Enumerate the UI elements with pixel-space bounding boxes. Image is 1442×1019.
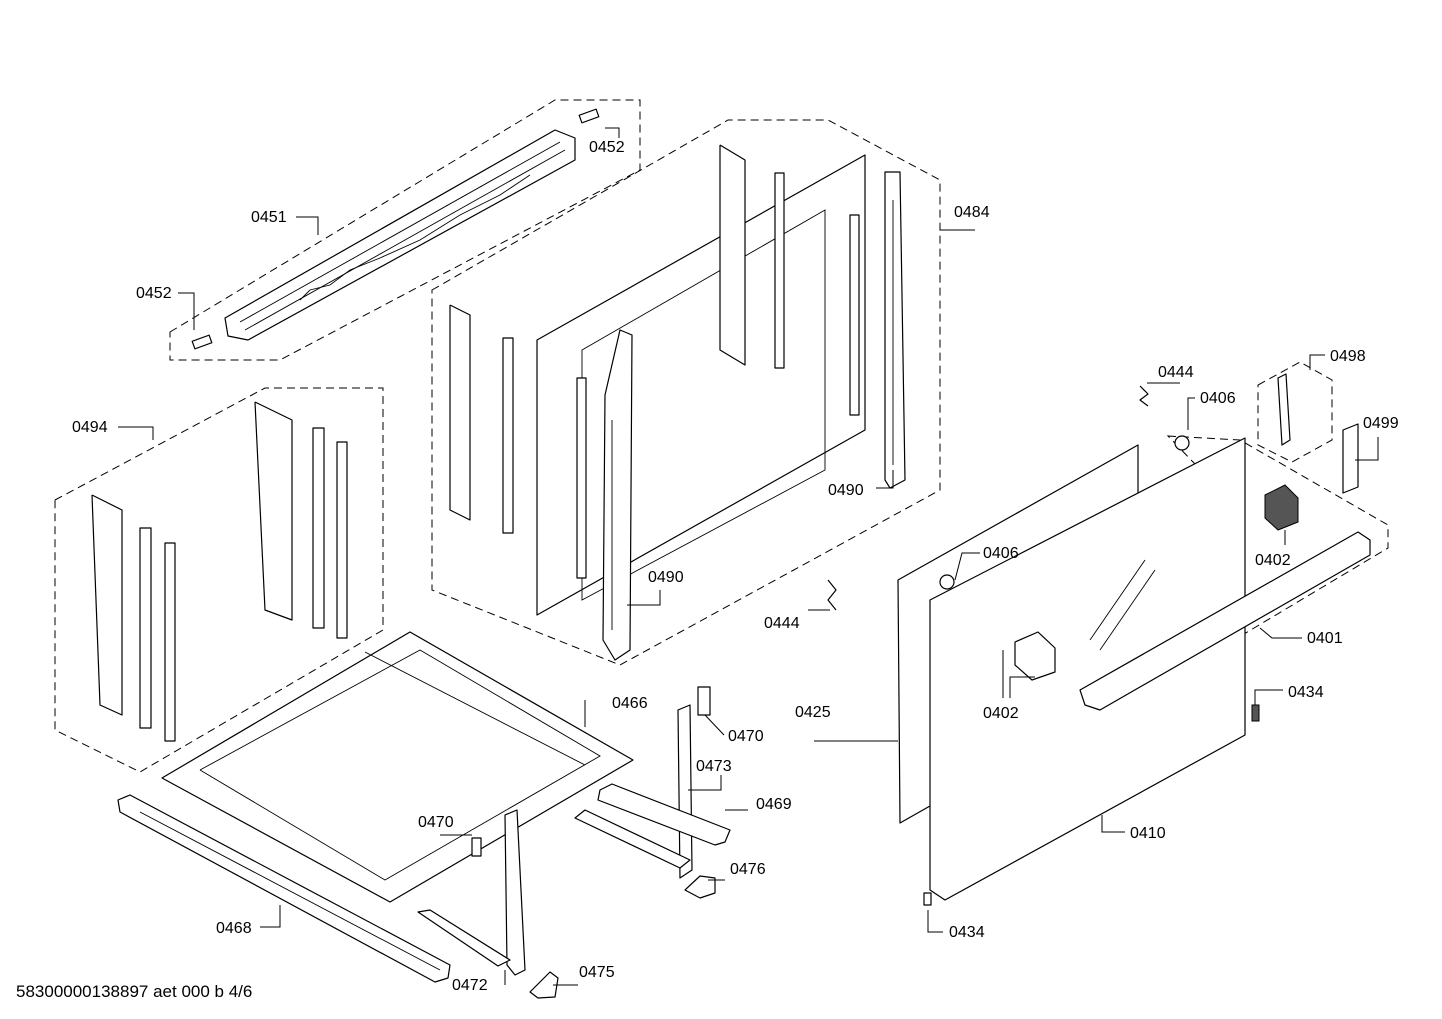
label-0469: 0469 bbox=[756, 796, 792, 813]
label-0475: 0475 bbox=[579, 964, 615, 981]
handle-holder-0402-left bbox=[1014, 631, 1056, 681]
label-0434-right: 0434 bbox=[1288, 684, 1324, 701]
pin-0452-top bbox=[578, 108, 600, 124]
label-0484: 0484 bbox=[954, 204, 990, 221]
label-0425: 0425 bbox=[795, 704, 831, 721]
label-0468: 0468 bbox=[216, 920, 252, 937]
bushing-0406-mid bbox=[939, 574, 955, 590]
pin-0452-left bbox=[191, 334, 213, 350]
rail-bracket-0472 bbox=[417, 809, 526, 976]
label-0473: 0473 bbox=[696, 758, 732, 775]
label-0444-top: 0444 bbox=[1158, 364, 1194, 381]
document-id: 58300000138897 aet 000 b 4/6 bbox=[16, 982, 252, 1001]
slide-rail-0469 bbox=[597, 783, 731, 846]
label-0476: 0476 bbox=[730, 861, 766, 878]
spring-0444-mid bbox=[827, 579, 837, 611]
vent-strip-0451 bbox=[224, 129, 576, 341]
clip-0476 bbox=[684, 875, 716, 899]
rail-0490-center bbox=[576, 329, 633, 661]
label-0470-left: 0470 bbox=[418, 814, 454, 831]
label-0402-right: 0402 bbox=[1255, 552, 1291, 569]
group-outline-side-racks bbox=[54, 387, 384, 773]
label-0402-left: 0402 bbox=[983, 705, 1019, 722]
louvre-rack-door-left bbox=[449, 304, 514, 534]
label-0498: 0498 bbox=[1330, 348, 1366, 365]
label-0444-mid: 0444 bbox=[764, 615, 800, 632]
spring-0444-top bbox=[1139, 385, 1149, 407]
group-outline-hinge-0498 bbox=[1257, 361, 1333, 463]
louvre-rack-left bbox=[91, 494, 176, 742]
label-0494: 0494 bbox=[72, 419, 108, 436]
clip-0470-right bbox=[697, 686, 711, 716]
cover-0499 bbox=[1342, 423, 1359, 494]
label-0434-bottom: 0434 bbox=[949, 924, 985, 941]
label-0490-center: 0490 bbox=[648, 569, 684, 586]
label-0410: 0410 bbox=[1130, 825, 1166, 842]
group-outline-door-frame bbox=[431, 119, 941, 666]
label-0472: 0472 bbox=[452, 977, 488, 994]
label-0406-mid: 0406 bbox=[983, 545, 1019, 562]
tray-0466 bbox=[161, 631, 634, 903]
handle-holder-0402-right bbox=[1264, 484, 1299, 531]
bushing-0406-top bbox=[1174, 435, 1190, 451]
stop-0434-bottom bbox=[923, 892, 932, 906]
label-0452-top: 0452 bbox=[589, 139, 625, 156]
label-0499: 0499 bbox=[1363, 415, 1399, 432]
label-0490-right: 0490 bbox=[828, 482, 864, 499]
label-0466: 0466 bbox=[612, 695, 648, 712]
rail-0490-right bbox=[884, 171, 906, 489]
stop-0434-right bbox=[1251, 704, 1260, 722]
louvre-rack-door-top bbox=[719, 144, 860, 416]
label-0451: 0451 bbox=[251, 209, 287, 226]
rail-bracket-0473 bbox=[574, 704, 693, 879]
leader-lines bbox=[118, 127, 1379, 986]
clip-0475 bbox=[529, 971, 559, 999]
door-handle-0401 bbox=[1079, 531, 1371, 711]
label-0452-left: 0452 bbox=[136, 285, 172, 302]
label-0470-right: 0470 bbox=[728, 728, 764, 745]
door-panel-0410 bbox=[929, 437, 1246, 901]
telescopic-rail-0468 bbox=[117, 794, 451, 983]
label-0401: 0401 bbox=[1307, 630, 1343, 647]
hinge-0498 bbox=[1277, 373, 1291, 446]
louvre-rack-right bbox=[254, 401, 348, 639]
label-0406-top: 0406 bbox=[1200, 390, 1236, 407]
clip-0470-left bbox=[471, 837, 482, 857]
